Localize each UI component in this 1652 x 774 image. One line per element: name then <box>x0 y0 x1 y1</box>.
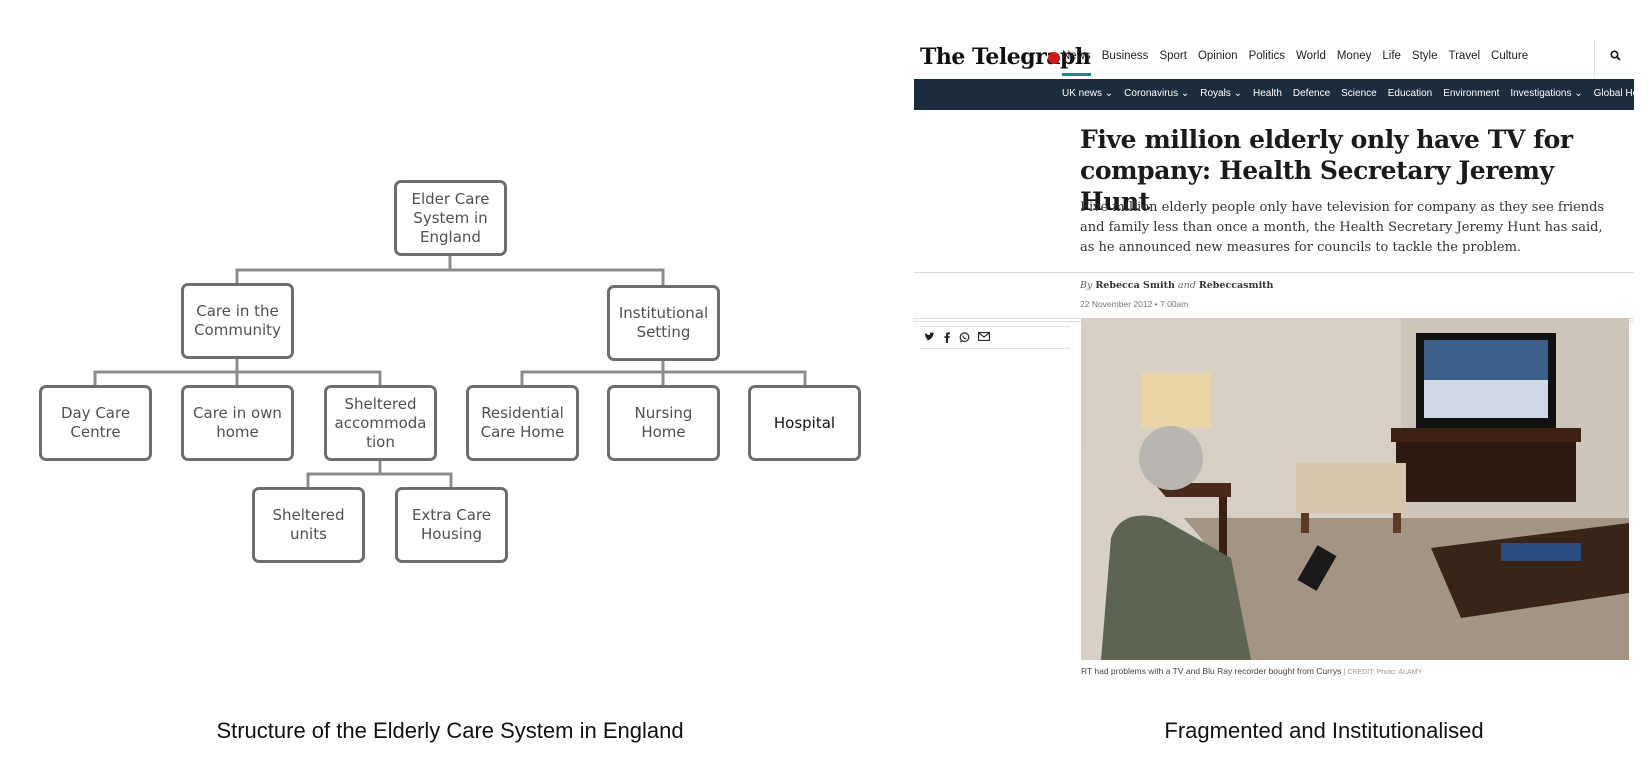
section-nav-item[interactable]: Royals ⌄ <box>1200 88 1242 99</box>
section-nav-item[interactable]: UK news ⌄ <box>1062 88 1114 99</box>
share-divider <box>920 326 1070 327</box>
poppy-icon <box>1048 52 1060 64</box>
nav-item-world[interactable]: World <box>1296 50 1326 62</box>
lamp-shade <box>1141 373 1211 428</box>
byline-by: By <box>1080 280 1093 291</box>
footstool <box>1296 463 1406 513</box>
article-standfirst: Five million elderly people only have te… <box>1080 200 1605 255</box>
nav-item-style[interactable]: Style <box>1411 50 1438 62</box>
nav-item-life[interactable]: Life <box>1382 50 1401 62</box>
node-care-in-community: Care in the Community <box>181 283 294 359</box>
diagram-caption: Structure of the Elderly Care System in … <box>216 718 684 743</box>
connector-sheltered <box>306 460 382 488</box>
section-nav-item[interactable]: Defence <box>1292 88 1331 99</box>
section-nav-item[interactable]: Coronavirus ⌄ <box>1124 88 1190 99</box>
article-headline: Five million elderly only have TV for co… <box>1080 125 1573 216</box>
whatsapp-icon[interactable] <box>959 332 970 346</box>
section-nav: UK news ⌄ Coronavirus ⌄ Royals ⌄ Health Defe… <box>1062 88 1634 99</box>
node-institutional-setting: Institutional Setting <box>607 285 720 361</box>
main-nav: News Business Sport Opinion Politics World Mon… <box>1062 50 1529 76</box>
node-care-in-own-home: Care in own home <box>181 385 294 461</box>
twitter-icon[interactable] <box>924 332 935 346</box>
photo-caption-text: RT had problems with a TV and Blu Ray re… <box>1081 666 1342 676</box>
node-day-care-centre: Day Care Centre <box>39 385 152 461</box>
connector-institutional <box>520 360 665 386</box>
telegraph-article: The Telegraph News Business Sport Opinion Po… <box>914 36 1634 704</box>
nav-item-business[interactable]: Business <box>1101 50 1149 62</box>
nav-item-culture[interactable]: Culture <box>1491 50 1529 62</box>
email-icon[interactable] <box>978 332 990 346</box>
node-hospital: Hospital <box>748 385 861 461</box>
facebook-icon[interactable] <box>943 332 951 346</box>
nav-item-news[interactable]: News <box>1062 50 1091 76</box>
node-elder-care-system: Elder Care System in England <box>394 180 507 256</box>
article-photo <box>1081 318 1629 660</box>
nav-item-sport[interactable]: Sport <box>1159 50 1187 62</box>
node-extra-care-housing: Extra Care Housing <box>395 487 508 563</box>
section-nav-item[interactable]: Science <box>1341 88 1377 99</box>
nav-divider <box>1594 40 1595 78</box>
connector-institutional-right <box>663 370 807 386</box>
search-icon[interactable] <box>1610 50 1621 64</box>
author-link[interactable]: Rebecca Smith <box>1095 280 1175 291</box>
article-caption: Fragmented and Institutionalised <box>1164 718 1484 743</box>
nav-item-travel[interactable]: Travel <box>1448 50 1481 62</box>
tree-connectors <box>93 252 807 488</box>
person-head <box>1139 426 1203 490</box>
nav-item-politics[interactable]: Politics <box>1248 50 1286 62</box>
section-nav-item[interactable]: Environment <box>1443 88 1500 99</box>
section-nav-item[interactable]: Global Health Sec <box>1593 88 1634 99</box>
divider <box>914 272 1634 273</box>
publish-date: 22 November 2012 • 7:00am <box>1080 299 1189 309</box>
connector-root <box>235 252 452 284</box>
section-nav-item[interactable]: Education <box>1387 88 1433 99</box>
connector-root-right <box>450 268 665 286</box>
node-residential-care-home: Residential Care Home <box>466 385 579 461</box>
connector-community-right <box>237 370 382 386</box>
byline-and: and <box>1177 280 1196 291</box>
photo-caption: RT had problems with a TV and Blu Ray re… <box>1081 666 1422 676</box>
connector-sheltered-right <box>380 472 453 488</box>
section-nav-item[interactable]: Health <box>1252 88 1282 99</box>
node-sheltered-accommodation: Sheltered accommoda tion <box>324 385 437 461</box>
author-link[interactable]: Rebeccasmith <box>1198 280 1274 291</box>
nav-item-opinion[interactable]: Opinion <box>1197 50 1238 62</box>
section-nav-item[interactable]: Investigations ⌄ <box>1510 88 1583 99</box>
photo-credit: | CREDIT: Photo: ALAMY <box>1343 669 1423 676</box>
section-nav-bar: UK news ⌄ Coronavirus ⌄ Royals ⌄ Health Defe… <box>914 79 1634 110</box>
nav-item-money[interactable]: Money <box>1336 50 1372 62</box>
node-sheltered-units: Sheltered units <box>252 487 365 563</box>
connector-community <box>93 358 239 386</box>
byline: By Rebecca Smith and Rebeccasmith <box>1080 280 1273 291</box>
node-nursing-home: Nursing Home <box>607 385 720 461</box>
share-divider <box>920 348 1070 349</box>
top-navigation: The Telegraph News Business Sport Opinion Po… <box>914 36 1634 79</box>
telegraph-logo[interactable]: The Telegraph <box>920 44 1091 70</box>
share-bar <box>924 332 990 346</box>
